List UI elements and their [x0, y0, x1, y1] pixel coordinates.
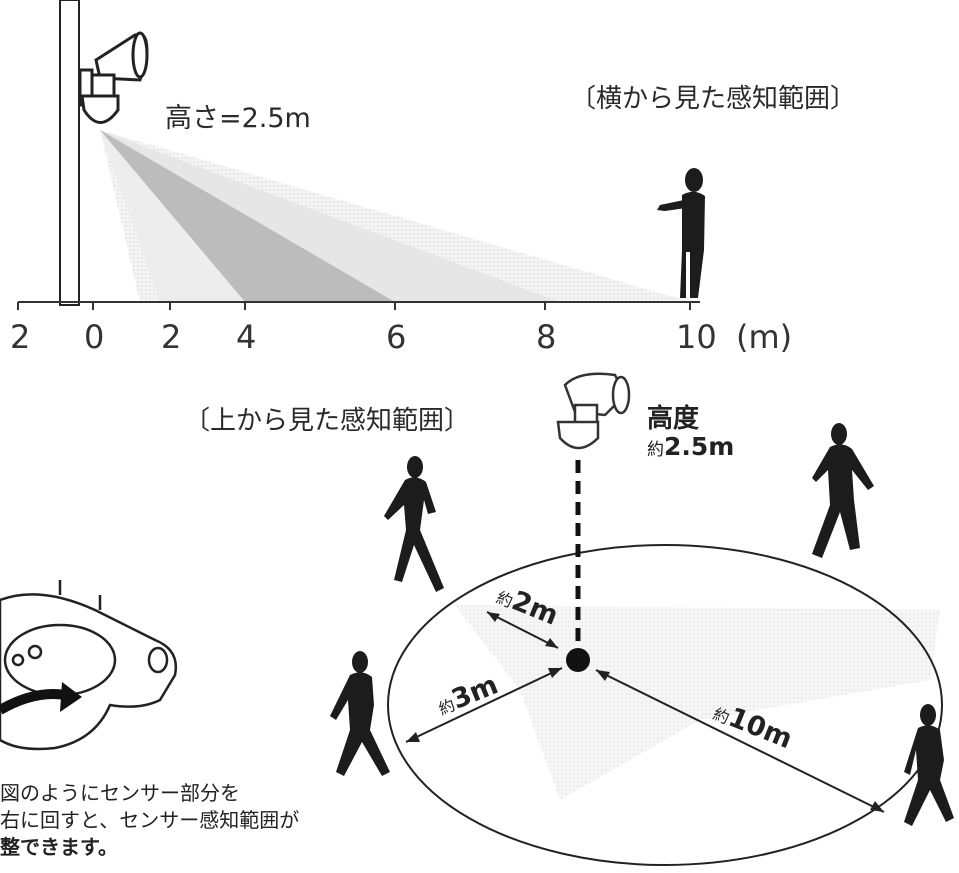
axis-tick-label: 4: [236, 318, 257, 356]
axis-unit-label: (m): [736, 318, 793, 356]
height-label: 高度: [647, 404, 700, 434]
note-line: 図のようにセンサー部分を: [0, 781, 240, 805]
detection-ellipse: [387, 544, 943, 866]
sensor-rotation-detail: [0, 580, 178, 751]
height-prefix: 約: [647, 440, 664, 460]
axis-tick-label: 2: [161, 318, 182, 356]
height-number: 2.5m: [664, 432, 735, 461]
person-silhouette-icon: [330, 651, 390, 776]
zone-near: [100, 130, 245, 302]
sensor-point: [566, 648, 590, 672]
rotation-note: 図のようにセンサー部分を 右に回すと、センサー感知範囲が 整できます。: [0, 780, 380, 861]
wall: [59, 0, 80, 306]
axis-tick-label: 6: [386, 318, 407, 356]
zone-top-shade: [455, 605, 940, 800]
axis-tick-label: 0: [84, 318, 105, 356]
note-line: 右に回すと、センサー感知範囲が: [0, 808, 300, 832]
top-view-title: 〔上から見た感知範囲〕: [184, 406, 471, 436]
note-line: 整できます。: [0, 835, 118, 859]
zone-inner: [100, 130, 395, 302]
axis-tick-label: 10: [676, 318, 717, 356]
side-view-title: 〔横から見た感知範囲〕: [570, 84, 857, 114]
height-value: 約2.5m: [647, 432, 734, 461]
axis-tick-label: 2: [10, 318, 31, 356]
axis-ticks: [17, 302, 691, 310]
side-height-label: 高さ=2.5m: [165, 103, 311, 134]
person-silhouette-icon: [657, 168, 705, 298]
sensor-light-icon: [556, 372, 631, 450]
sensor-light-icon: [78, 31, 149, 124]
person-silhouette-icon: [384, 456, 444, 592]
distance-arrows: [405, 611, 885, 813]
person-silhouette-icon: [904, 704, 954, 826]
rotate-arrow-icon: [0, 682, 82, 715]
person-silhouette-icon: [812, 423, 874, 558]
axis-tick-label: 8: [536, 318, 557, 356]
